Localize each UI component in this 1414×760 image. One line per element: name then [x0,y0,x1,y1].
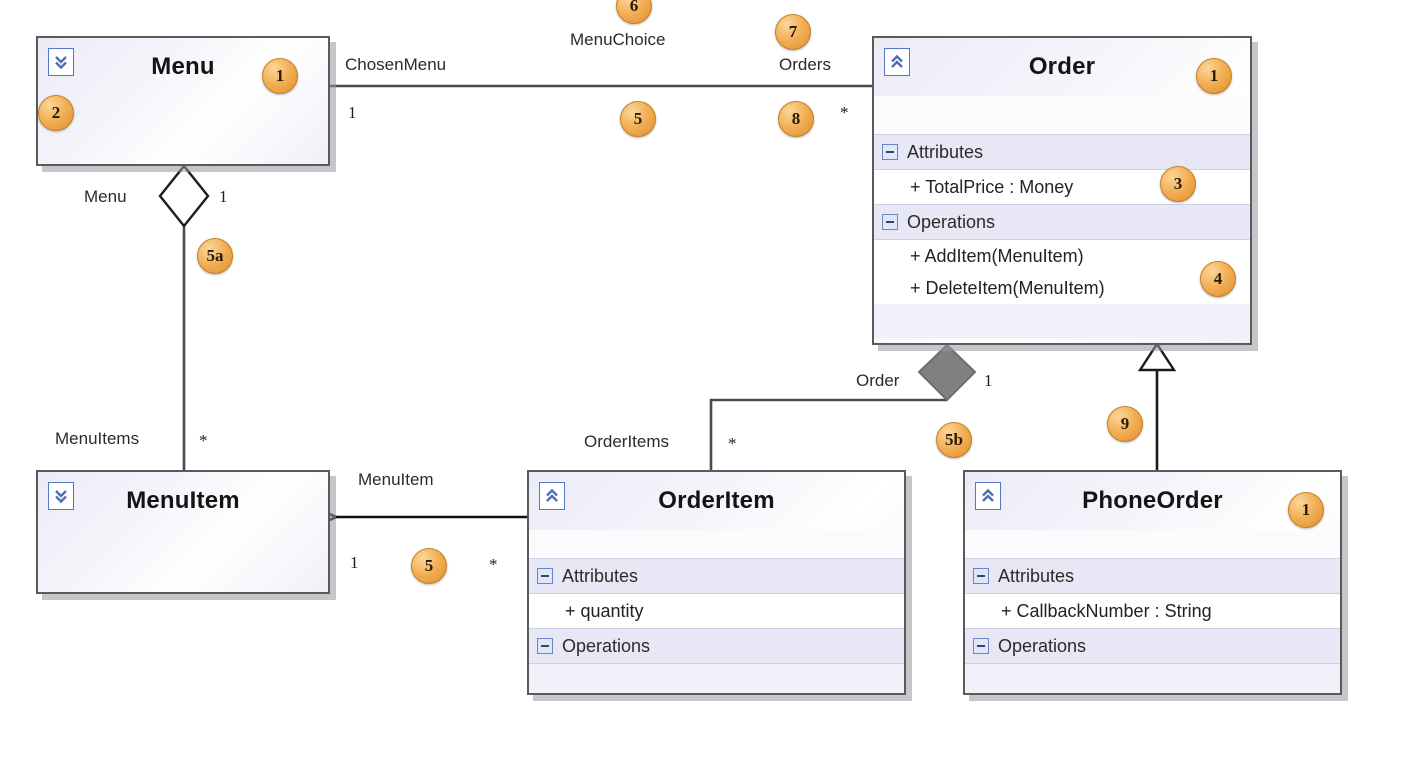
edge-label-menu-role: Menu [84,187,127,206]
mult-label-menuitems-star: * [199,431,208,450]
edge-label-orders: Orders [779,55,831,74]
badge-1-menu[interactable]: 1 [262,58,298,94]
badge-3-order[interactable]: 3 [1160,166,1196,202]
class-box-menu[interactable]: Menu [36,36,330,166]
class-title-order: Order [1028,53,1096,80]
collapse-minus-icon[interactable] [882,144,898,160]
class-box-menuitem[interactable]: MenuItem [36,470,330,594]
badge-5a-aggregation[interactable]: 5a [197,238,233,274]
class-header-orderitem: OrderItem [529,472,904,530]
class-title-orderitem: OrderItem [658,487,775,514]
badge-7-orders[interactable]: 7 [775,14,811,50]
class-filler-order [874,304,1250,338]
chevron-double-up-icon[interactable] [539,482,565,510]
class-title-menu: Menu [151,53,215,80]
section-header-phoneorder-attributes[interactable]: Attributes [965,558,1340,594]
class-gap-phoneorder [965,530,1340,558]
class-header-phoneorder: PhoneOrder [965,472,1340,530]
member-label: + quantity [565,600,644,621]
section-label-operations: Operations [562,635,651,656]
class-filler-orderitem [529,664,904,693]
badge-5-assoc[interactable]: 5 [620,101,656,137]
edge-label-menuchoice: MenuChoice [570,30,666,49]
class-header-order: Order [874,38,1250,96]
class-box-order[interactable]: Order Attributes + TotalPrice : Money Op… [872,36,1252,345]
badge-6-menuchoice[interactable]: 6 [616,0,652,24]
edge-label-menuitems: MenuItems [55,429,140,448]
chevron-double-up-icon[interactable] [884,48,910,76]
badge-4-order[interactable]: 4 [1200,261,1236,297]
aggregation-diamond-open [158,164,210,228]
chevron-double-down-icon[interactable] [48,482,74,510]
badge-9-generalization[interactable]: 9 [1107,406,1143,442]
class-box-phoneorder[interactable]: PhoneOrder Attributes + CallbackNumber :… [963,470,1342,695]
collapse-minus-icon[interactable] [882,214,898,230]
class-title-phoneorder: PhoneOrder [1082,487,1223,514]
mult-label-orderitems-star: * [728,434,737,453]
badge-8-assoc[interactable]: 8 [778,101,814,137]
chevron-double-up-icon[interactable] [975,482,1001,510]
badge-2-menu[interactable]: 2 [38,95,74,131]
class-title-menuitem: MenuItem [126,487,240,514]
class-gap-orderitem [529,530,904,558]
mult-label-orderitem-star: * [489,555,498,574]
mult-label-order-star: * [840,103,849,122]
class-header-menuitem: MenuItem [38,472,328,530]
mult-label-order-comp-one: 1 [984,371,993,390]
generalization-triangle [1137,341,1177,372]
member-row-orderitem-quantity[interactable]: + quantity [529,594,904,628]
member-row-order-additem[interactable]: + AddItem(MenuItem) [874,240,1250,272]
mult-label-menuitem-one: 1 [350,553,359,572]
chevron-double-down-icon[interactable] [48,48,74,76]
collapse-minus-icon[interactable] [973,568,989,584]
edge-label-order-role: Order [856,371,900,390]
class-box-orderitem[interactable]: OrderItem Attributes + quantity Operatio… [527,470,906,695]
member-label: + DeleteItem(MenuItem) [910,277,1105,298]
member-label: + CallbackNumber : String [1001,600,1212,621]
section-label-attributes: Attributes [998,565,1075,586]
section-label-operations: Operations [998,635,1087,656]
comp-line-order-orderitem [709,398,947,470]
section-label-attributes: Attributes [562,565,639,586]
collapse-minus-icon[interactable] [537,568,553,584]
class-gap-order [874,96,1250,134]
edge-label-menuitem-role: MenuItem [358,470,434,489]
composition-diamond-filled [917,343,977,402]
edge-label-orderitems: OrderItems [584,432,670,451]
badge-5b-composition[interactable]: 5b [936,422,972,458]
collapse-minus-icon[interactable] [973,638,989,654]
section-header-order-operations[interactable]: Operations [874,204,1250,240]
mult-label-menu-agg-one: 1 [219,187,228,206]
edge-label-chosenmenu: ChosenMenu [345,55,447,74]
section-label-attributes: Attributes [907,141,984,162]
section-header-order-attributes[interactable]: Attributes [874,134,1250,170]
class-header-menu: Menu [38,38,328,96]
badge-1-phoneorder[interactable]: 1 [1288,492,1324,528]
mult-label-menu-one: 1 [348,103,357,122]
member-row-order-deleteitem[interactable]: + DeleteItem(MenuItem) [874,272,1250,304]
section-header-phoneorder-operations[interactable]: Operations [965,628,1340,664]
class-filler-phoneorder [965,664,1340,693]
badge-1-order[interactable]: 1 [1196,58,1232,94]
section-label-operations: Operations [907,211,996,232]
badge-5-menuitem-assoc[interactable]: 5 [411,548,447,584]
collapse-minus-icon[interactable] [537,638,553,654]
member-label: + TotalPrice : Money [910,176,1074,197]
section-header-orderitem-attributes[interactable]: Attributes [529,558,904,594]
member-label: + AddItem(MenuItem) [910,245,1084,266]
member-row-phoneorder-callbacknumber[interactable]: + CallbackNumber : String [965,594,1340,628]
section-header-orderitem-operations[interactable]: Operations [529,628,904,664]
